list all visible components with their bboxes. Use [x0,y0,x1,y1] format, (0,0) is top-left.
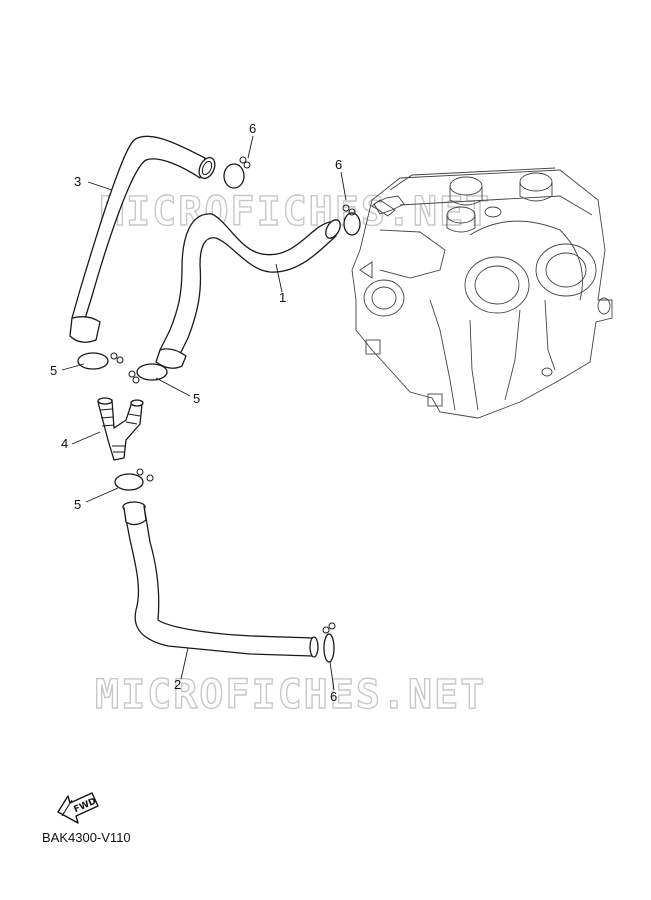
cylinder-head-illustration [351,167,613,419]
joint-part-4[interactable] [97,397,144,461]
callout-6-bottom: 6 [330,689,337,704]
clip-part-6-b[interactable] [342,204,361,236]
diagram-code: BAK4300-V110 [42,830,131,845]
leader-lines [61,135,347,691]
clamp-part-5-c[interactable] [114,468,154,491]
hose-part-1[interactable] [155,213,343,369]
callout-5-lower: 5 [74,497,81,512]
hose-part-2[interactable] [122,501,319,658]
callout-2: 2 [174,677,181,692]
clamp-part-5-b[interactable] [128,363,168,384]
hose-part-3[interactable] [69,135,218,343]
watermark-top: MICROFICHES.NET [100,189,491,235]
clip-part-6-a[interactable] [223,156,251,189]
clamp-part-5-a[interactable] [77,352,124,370]
callout-5-right: 5 [193,391,200,406]
callout-4: 4 [61,436,68,451]
callout-6-right: 6 [335,157,342,172]
callout-5-left: 5 [50,363,57,378]
clip-part-6-c[interactable] [322,622,336,663]
fwd-arrow-icon: FWD [57,792,99,824]
callout-3: 3 [74,174,81,189]
watermark-bottom: MICROFICHES.NET [95,672,486,718]
callout-6-top: 6 [249,121,256,136]
callout-1: 1 [279,290,286,305]
